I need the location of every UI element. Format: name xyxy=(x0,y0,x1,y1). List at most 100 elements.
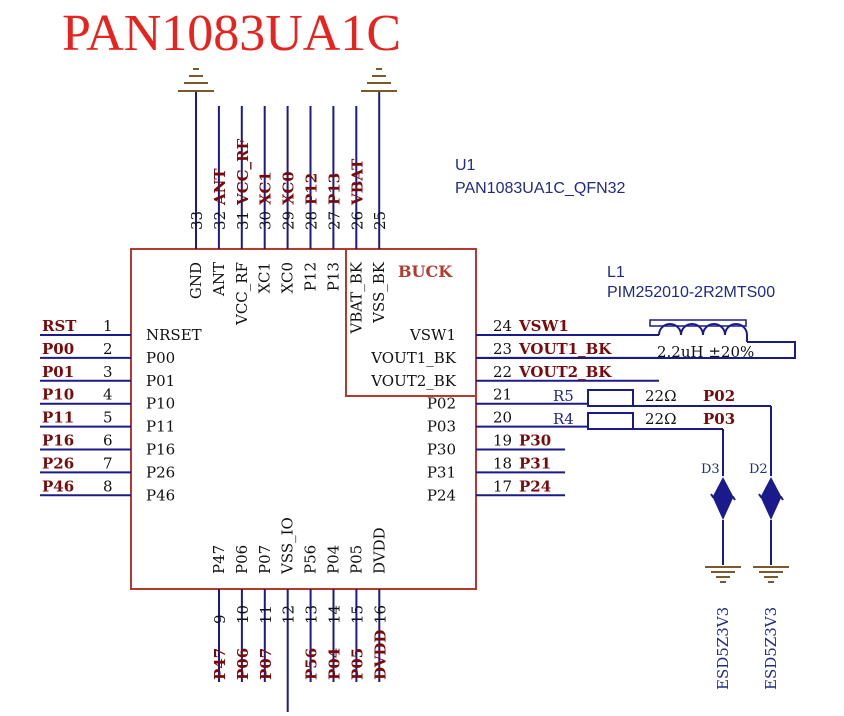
pin-name: P26 xyxy=(146,463,175,481)
net-label: VSW1 xyxy=(518,317,569,335)
resistor-r4-ref: R4 xyxy=(553,410,574,428)
net-label: P12 xyxy=(303,173,321,205)
pin-name: P04 xyxy=(325,545,343,574)
pin-number: 3 xyxy=(103,363,113,381)
pin-name: P31 xyxy=(427,463,456,481)
net-label: P30 xyxy=(519,432,551,450)
net-label: P31 xyxy=(519,454,551,472)
pin-name: P56 xyxy=(302,545,320,574)
net-label: P13 xyxy=(325,173,343,205)
pin-name: NRSET xyxy=(146,326,202,344)
pin-name: VOUT1_BK xyxy=(370,349,457,367)
net-label: P05 xyxy=(348,648,366,680)
net-label: P26 xyxy=(42,454,74,472)
pin-number: 11 xyxy=(257,605,275,624)
net-label: P07 xyxy=(257,648,275,680)
pin-number: 22 xyxy=(493,363,512,381)
schematic-title: PAN1083UA1C xyxy=(62,5,401,62)
pin-name: XC1 xyxy=(256,262,274,293)
pin-name: GND xyxy=(187,262,205,299)
pin-name: P10 xyxy=(146,395,175,413)
diode-d3-ref: D3 xyxy=(701,462,720,477)
chip-body xyxy=(130,248,477,590)
pin-name: P12 xyxy=(302,262,320,291)
net-label: VOUT1_BK xyxy=(518,340,612,358)
net-label: ANT xyxy=(211,168,229,206)
pin-number: 29 xyxy=(280,211,298,230)
inductor-ref: L1 xyxy=(607,264,625,281)
diode-d3-bar xyxy=(710,493,736,501)
pin-number: 8 xyxy=(103,477,113,495)
inductor-value: 2.2uH ±20% xyxy=(657,343,754,361)
resistor-r5 xyxy=(587,389,634,407)
pin-name: P01 xyxy=(146,372,175,390)
pin-name: P46 xyxy=(146,486,175,504)
pin-name: VCC_RF xyxy=(233,262,251,326)
pin-number: 7 xyxy=(103,454,113,472)
pin-number: 9 xyxy=(211,614,229,624)
pin-name: P24 xyxy=(427,486,456,504)
net-label: P10 xyxy=(42,386,74,404)
pin-name: P00 xyxy=(146,349,175,367)
pin-name: VOUT2_BK xyxy=(370,372,457,390)
pin-name: P11 xyxy=(146,418,175,436)
inductor-part: PIM252010-2R2MTS00 xyxy=(607,284,775,301)
pin-name: P30 xyxy=(427,441,456,459)
net-label: P56 xyxy=(303,648,321,680)
pin-number: 4 xyxy=(103,386,113,404)
resistor-r5-ref: R5 xyxy=(553,387,574,405)
inductor-coil xyxy=(658,323,748,336)
pin-name: VSS_IO xyxy=(279,517,297,575)
pin-number: 2 xyxy=(103,340,113,358)
resistor-r4 xyxy=(587,412,634,430)
pin-number: 21 xyxy=(493,386,512,404)
net-label-p02: P02 xyxy=(703,387,735,405)
net-label: P00 xyxy=(42,340,74,358)
pin-name: P06 xyxy=(233,545,251,574)
component-part: PAN1083UA1C_QFN32 xyxy=(455,180,626,197)
net-label: RST xyxy=(42,317,77,335)
pin-number: 30 xyxy=(257,211,275,230)
diode-d2-part: ESD5Z3V3 xyxy=(762,607,780,690)
pin-name: VSS_BK xyxy=(370,261,388,324)
pin-number: 1 xyxy=(103,317,113,335)
component-ref: U1 xyxy=(455,157,476,174)
inductor-wire xyxy=(476,341,796,359)
pin-name: VSW1 xyxy=(409,326,456,344)
net-label: VCC_RF xyxy=(234,139,252,206)
pin-name: P13 xyxy=(324,262,342,291)
diode-d2-arrow-top xyxy=(761,477,781,496)
net-label: VOUT2_BK xyxy=(518,363,612,381)
pin-name: ANT xyxy=(210,262,228,297)
pin-number: 25 xyxy=(371,211,389,230)
net-label: DVDD xyxy=(371,630,389,680)
pin-number: 26 xyxy=(348,211,366,230)
net-label: P01 xyxy=(42,363,74,381)
buck-label: BUCK xyxy=(398,262,453,281)
pin-name: P47 xyxy=(210,545,228,574)
pin-number: 31 xyxy=(234,211,252,230)
diode-d3-part: ESD5Z3V3 xyxy=(714,607,732,690)
pin-number: 32 xyxy=(211,211,229,230)
pin-number: 10 xyxy=(234,605,252,624)
diode-d2-ref: D2 xyxy=(749,462,768,477)
pin-name: DVDD xyxy=(370,527,388,574)
net-label: P11 xyxy=(42,409,74,427)
net-label: XC0 xyxy=(280,171,298,205)
net-label: P47 xyxy=(211,648,229,680)
net-label: P16 xyxy=(42,432,74,450)
pin-name: P02 xyxy=(427,395,456,413)
net-label: P24 xyxy=(519,477,551,495)
pin-number: 12 xyxy=(280,605,298,624)
pin-number: 19 xyxy=(493,432,512,450)
pin-name: XC0 xyxy=(279,262,297,293)
pin-number: 17 xyxy=(493,477,512,495)
diode-d2-bar xyxy=(758,493,784,501)
pin-name: VBAT_BK xyxy=(347,261,365,334)
pin-number: 18 xyxy=(493,454,512,472)
pin-number: 16 xyxy=(371,605,389,624)
diode-d3-arrow-bottom xyxy=(713,498,733,520)
pin-name: P03 xyxy=(427,418,456,436)
diode-d2-arrow-bottom xyxy=(761,498,781,520)
